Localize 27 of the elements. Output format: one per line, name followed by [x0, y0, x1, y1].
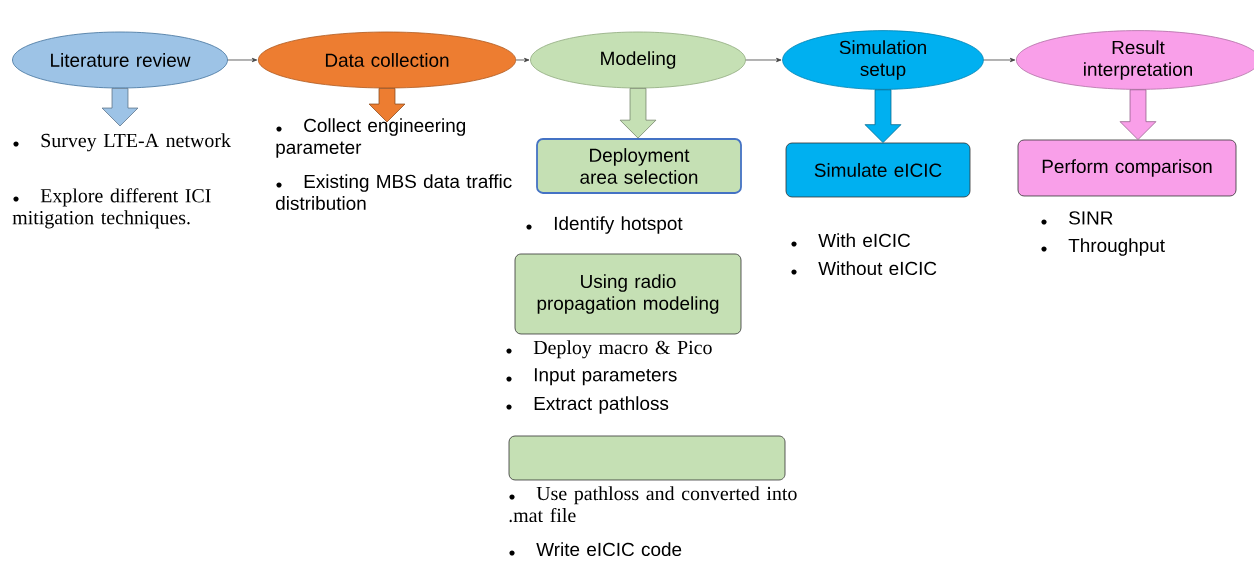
bullet-item: Write eICIC code	[509, 542, 682, 557]
block-arrow	[619, 88, 657, 139]
bullet-item: Extract pathloss	[506, 396, 669, 414]
block-arrow	[368, 88, 406, 123]
bullet-item: Collect engineering parameter	[276, 118, 466, 158]
bullet-item: Input parameters	[506, 368, 677, 386]
block-arrow	[101, 88, 139, 127]
block-arrow	[1119, 89, 1157, 140]
process-box: Perform comparison	[1017, 139, 1237, 197]
arrow	[515, 57, 530, 63]
bullet-item: Identify hotspot	[526, 216, 683, 234]
process-box: Deployment area selection	[536, 138, 742, 194]
bullet-item: With eICIC	[791, 233, 910, 248]
bullet-item: SINR	[1041, 211, 1113, 225]
block-arrow	[864, 89, 902, 143]
bullet-item: Survey LTE-A network	[13, 133, 231, 152]
bullet-item: Deploy macro & Pico	[506, 340, 712, 359]
arrow	[983, 57, 1016, 63]
process-box	[508, 435, 786, 481]
arrow	[227, 57, 258, 63]
bullet-item: Existing MBS data traffic distribution	[276, 174, 512, 210]
bullet-item: Without eICIC	[791, 261, 937, 276]
process-box: Simulate eICIC	[785, 142, 971, 198]
bullet-item: Throughput	[1041, 238, 1165, 256]
bullet-item: Explore different ICI mitigation techniques.	[12, 188, 211, 229]
process-box: Using radio propagation modeling	[514, 253, 742, 335]
arrow	[745, 57, 782, 63]
